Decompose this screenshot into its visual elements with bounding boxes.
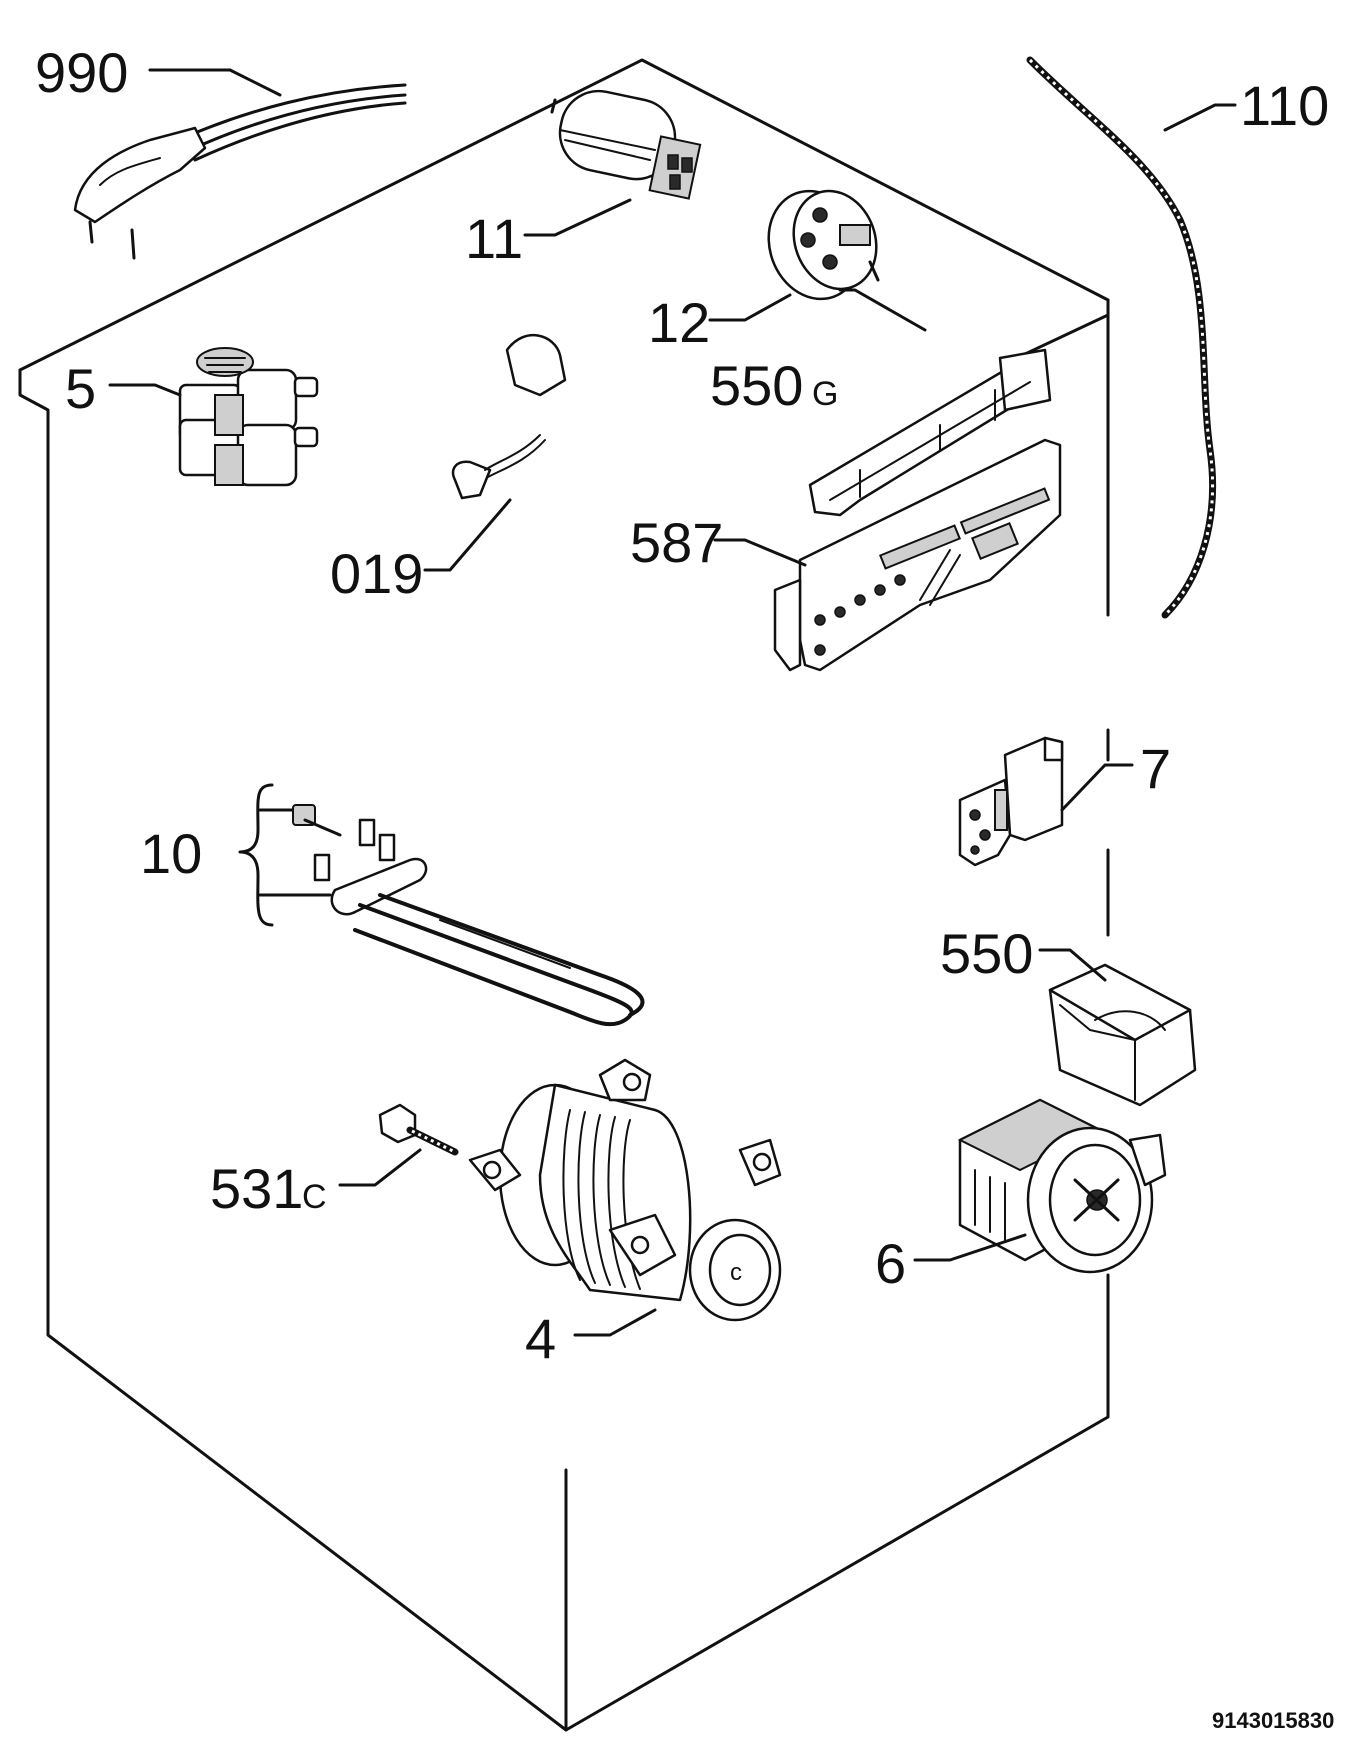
leader-587 — [713, 538, 807, 567]
power-cord-plug — [73, 83, 407, 260]
label-550g: 550 — [710, 354, 803, 417]
label-019: 019 — [330, 542, 423, 605]
cabinet-outline — [18, 58, 1110, 1732]
heating-element — [292, 804, 645, 1027]
label-531c: 531 — [210, 1157, 303, 1220]
label-550: 550 — [940, 922, 1033, 985]
light-guide-550g — [808, 348, 1052, 517]
label-5: 5 — [65, 357, 96, 420]
label-990: 990 — [35, 41, 128, 104]
motor-bolt — [378, 1103, 459, 1156]
leader-110 — [1163, 103, 1237, 132]
leader-5 — [108, 383, 182, 397]
leader-531c — [338, 1148, 422, 1187]
label-550g-suffix: G — [812, 375, 838, 413]
door-interlock — [958, 736, 1064, 867]
small-part-019 — [451, 333, 567, 500]
wire-harness — [1026, 56, 1216, 619]
inlet-valve — [178, 347, 319, 487]
label-531c-suffix: C — [302, 1178, 327, 1216]
label-11: 11 — [465, 207, 523, 270]
pump-cover-550 — [1048, 963, 1197, 1107]
leader-550 — [1038, 948, 1107, 982]
leader-12 — [708, 293, 792, 322]
leader-11 — [523, 198, 632, 237]
leader-019 — [423, 498, 512, 572]
label-587: 587 — [630, 511, 723, 574]
label-12: 12 — [648, 291, 710, 354]
suppressor-capacitor — [550, 89, 702, 200]
drawing-number: 9143015830 — [1212, 1708, 1334, 1733]
label-7: 7 — [1140, 737, 1171, 800]
label-4: 4 — [525, 1307, 556, 1370]
bracket-10 — [238, 783, 332, 927]
pressure-switch — [767, 189, 880, 301]
electronic-control-board — [773, 438, 1062, 672]
drain-pump — [957, 1098, 1167, 1274]
motor-shaft-mark: c — [730, 1259, 742, 1286]
motor: c — [468, 1058, 782, 1322]
leader-6 — [913, 1233, 1027, 1262]
leader-550g — [838, 288, 927, 332]
label-10: 10 — [140, 822, 202, 885]
label-110: 110 — [1240, 74, 1329, 137]
leader-7 — [1060, 763, 1134, 812]
leader-4 — [573, 1308, 657, 1337]
label-6: 6 — [875, 1232, 906, 1295]
leader-990b — [228, 68, 282, 97]
